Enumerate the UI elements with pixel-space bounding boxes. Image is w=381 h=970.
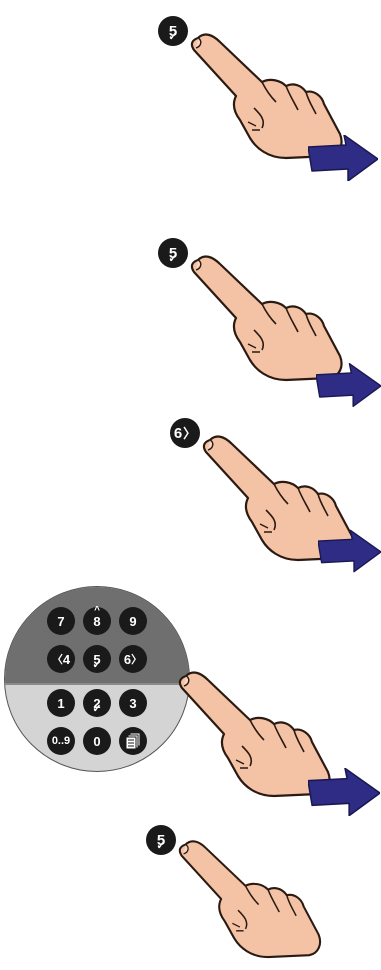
key-3-button[interactable]: 3 bbox=[119, 689, 147, 717]
keypad-divider bbox=[5, 683, 189, 685]
right-arrow-icon bbox=[316, 362, 381, 408]
step-3: 6〉 bbox=[0, 410, 381, 580]
key-5-button[interactable]: 5✓ bbox=[83, 645, 111, 673]
key-5-button[interactable]: 5✓ bbox=[158, 16, 188, 46]
key-7-button[interactable]: 7 bbox=[47, 607, 75, 635]
right-arrow-icon bbox=[308, 768, 380, 816]
key-label: 6 bbox=[174, 425, 182, 442]
key-range-button[interactable]: 0..9 bbox=[47, 727, 75, 755]
document-stack-icon bbox=[125, 732, 141, 750]
key-9-button[interactable]: 9 bbox=[119, 607, 147, 635]
key-5-button[interactable]: 5✓ bbox=[158, 238, 188, 268]
key-4-button[interactable]: 〈4 bbox=[47, 645, 75, 673]
pointing-hand-icon bbox=[178, 837, 328, 959]
key-6-button[interactable]: 6〉 bbox=[119, 645, 147, 673]
key-1-button[interactable]: 1 bbox=[47, 689, 75, 717]
step-1: 5✓ bbox=[0, 0, 381, 190]
key-6-button[interactable]: 6〉 bbox=[170, 418, 200, 448]
key-5-button[interactable]: 5✓ bbox=[146, 825, 176, 855]
step-5: 5✓ bbox=[0, 815, 381, 970]
key-2-button[interactable]: 2✓ bbox=[83, 689, 111, 717]
keypad: 7 ^8 9 〈4 5✓ 6〉 1 2✓ 3 0..9 0 bbox=[4, 586, 190, 772]
key-0-button[interactable]: 0 bbox=[83, 727, 111, 755]
step-2: 5✓ bbox=[0, 230, 381, 410]
right-arrow-icon bbox=[318, 528, 381, 574]
key-8-button[interactable]: ^8 bbox=[83, 607, 111, 635]
memory-button[interactable] bbox=[119, 727, 147, 755]
right-arrow-icon bbox=[308, 135, 378, 181]
